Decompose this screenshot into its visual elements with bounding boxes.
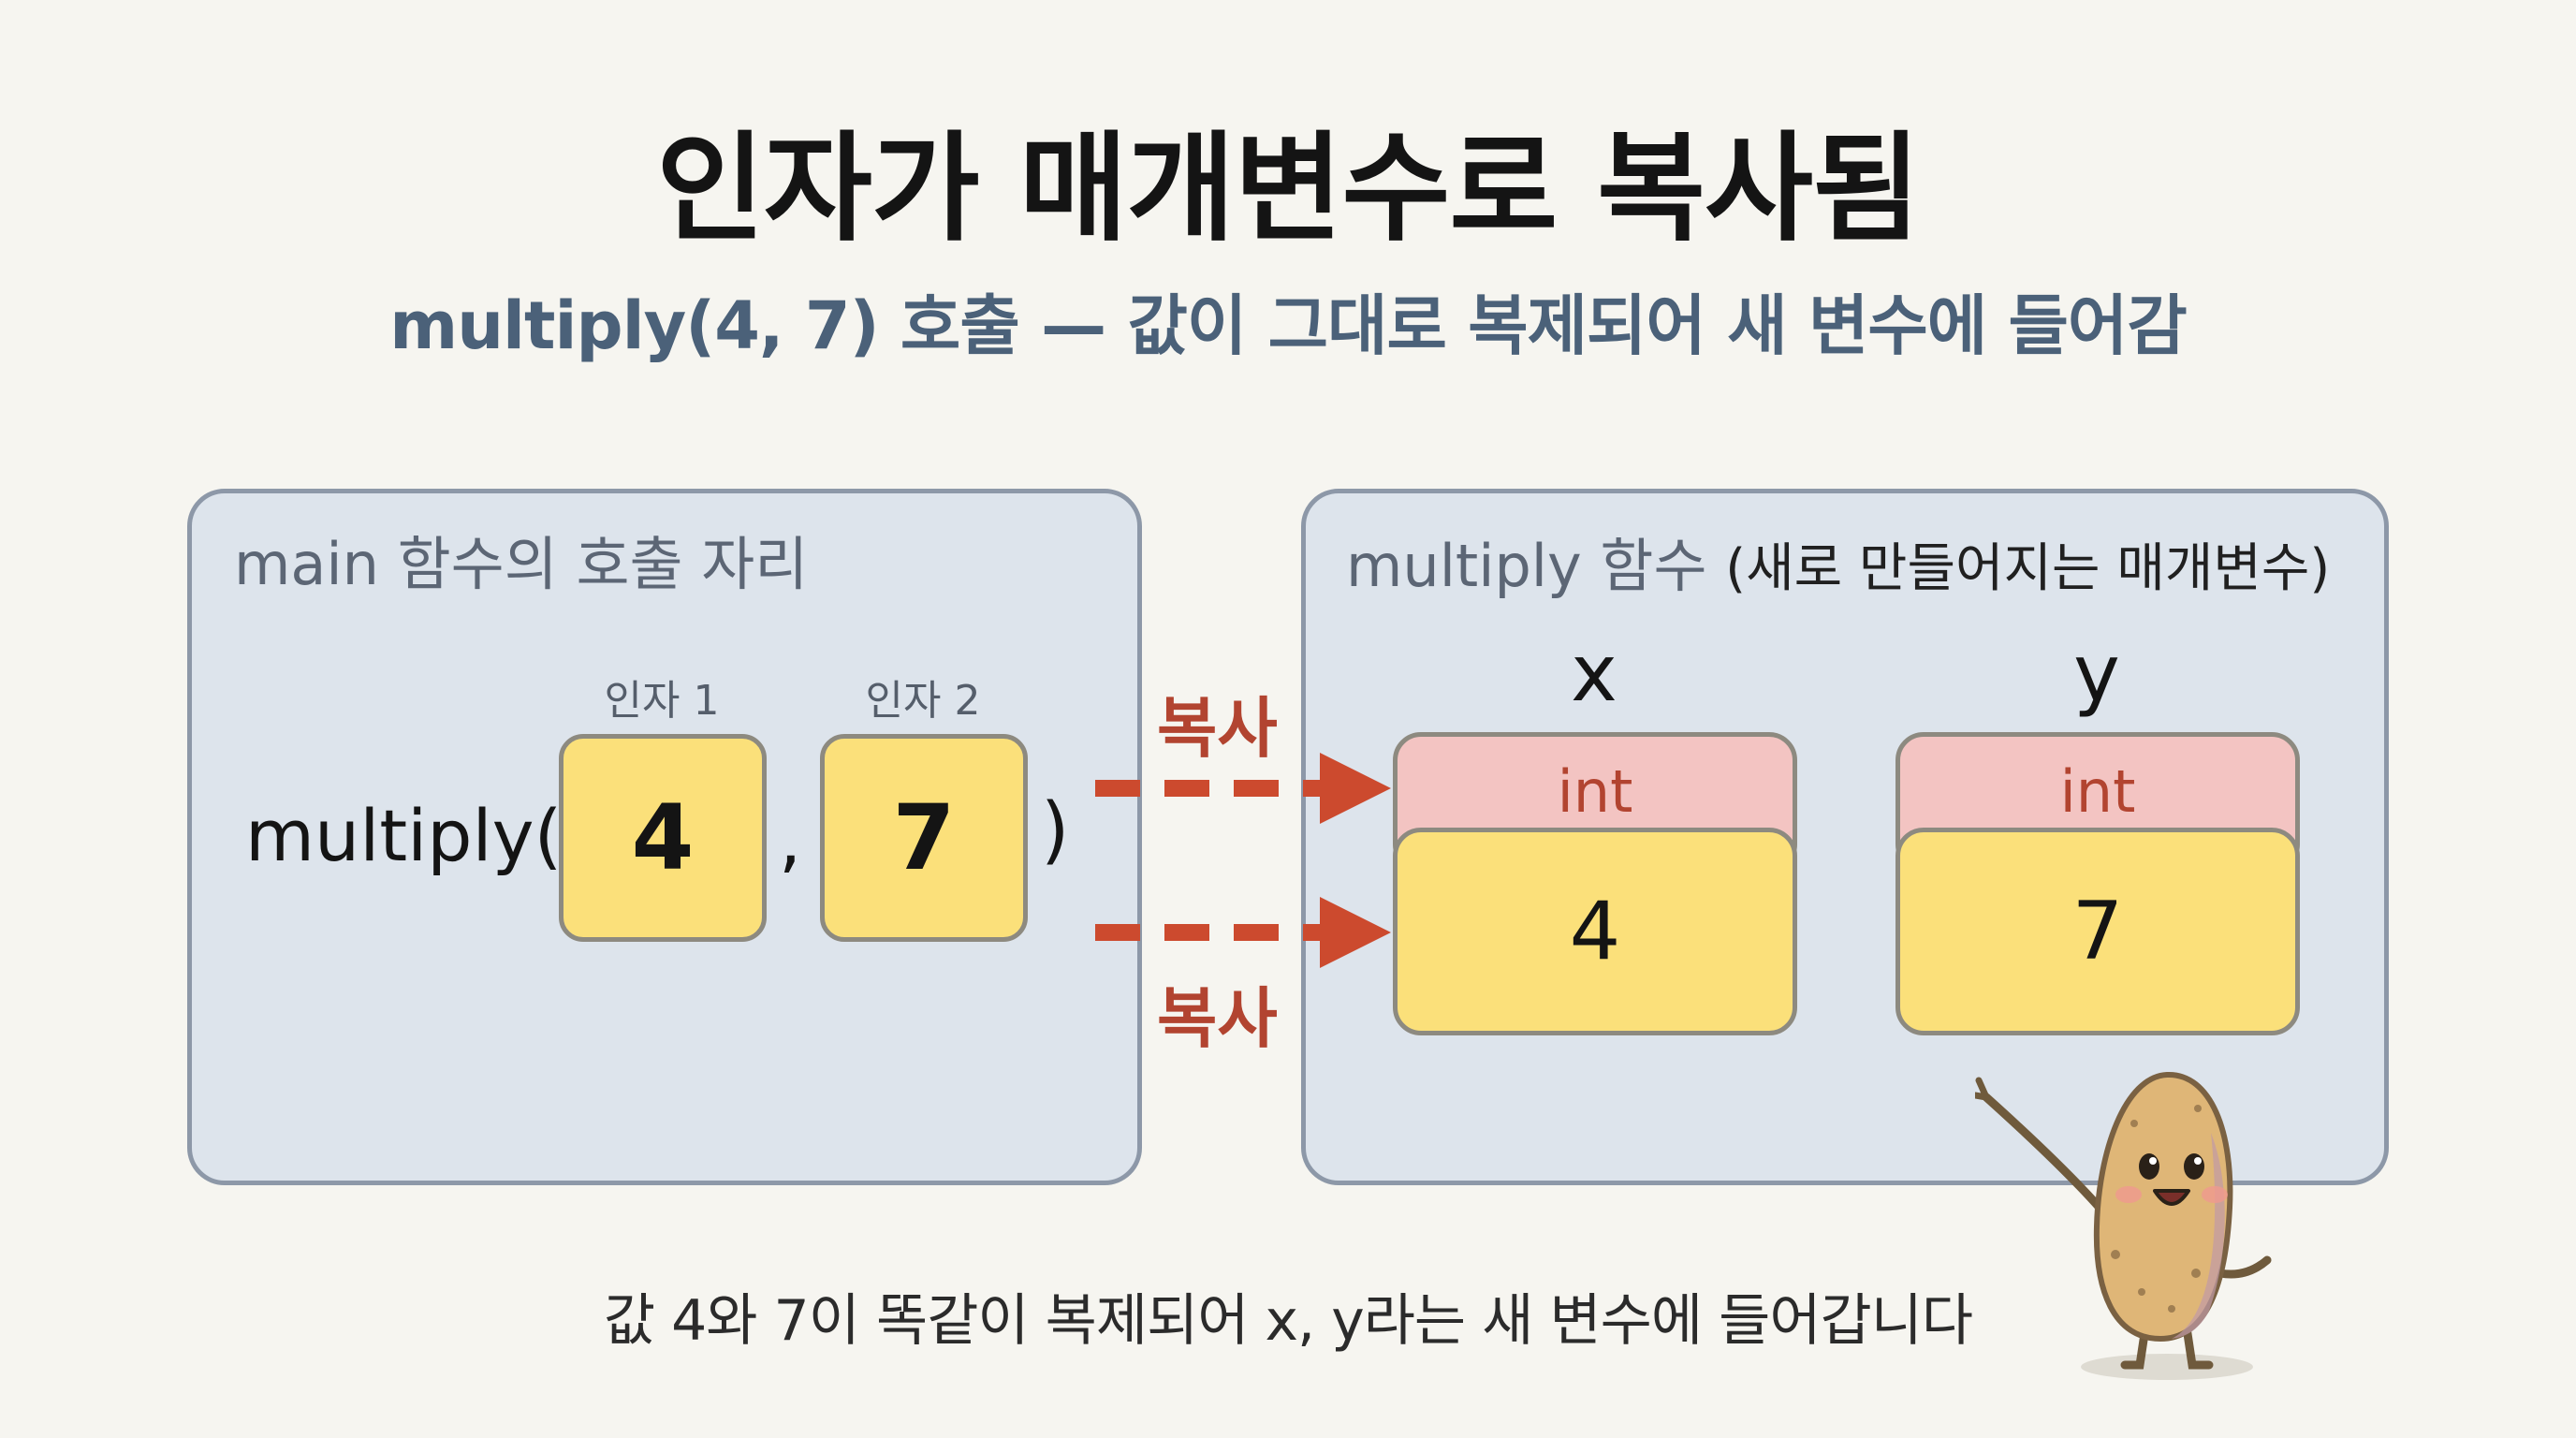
caption: 값 4와 7이 똑같이 복제되어 x, y라는 새 변수에 들어갑니다 [603,1288,1973,1354]
call-prefix: multiply( [245,794,563,877]
call-close-paren: ) [1041,788,1070,873]
multiply-panel-label: multiply 함수 (새로 만들어지는 매개변수) [1346,519,2330,603]
copy-label-bottom: 복사 [1157,980,1278,1057]
main-panel-label: main 함수의 호출 자리 [234,530,809,598]
page-subtitle: multiply(4, 7) 호출 — 값이 그대로 복제되어 새 변수에 들어… [389,287,2187,364]
copy-arrow-top [1095,753,1391,824]
multiply-panel-label-note: (새로 만들어지는 매개변수) [1725,538,2331,599]
call-comma: , [779,798,802,881]
argument-2-label: 인자 2 [865,677,981,725]
argument-1-value: 4 [559,734,767,942]
param-y-value: 7 [1895,828,2300,1035]
multiply-panel-label-main: multiply 함수 [1346,532,1707,600]
potato-mascot-icon [1975,1071,2272,1380]
page-title: 인자가 매개변수로 복사됨 [656,120,1921,257]
copy-label-top: 복사 [1157,690,1278,767]
param-x-name: x [1571,627,1617,719]
copy-arrow-bottom [1095,897,1391,968]
argument-1-label: 인자 1 [604,677,720,725]
argument-2-value: 7 [820,734,1028,942]
param-y-name: y [2073,627,2120,719]
param-x-value: 4 [1393,828,1797,1035]
